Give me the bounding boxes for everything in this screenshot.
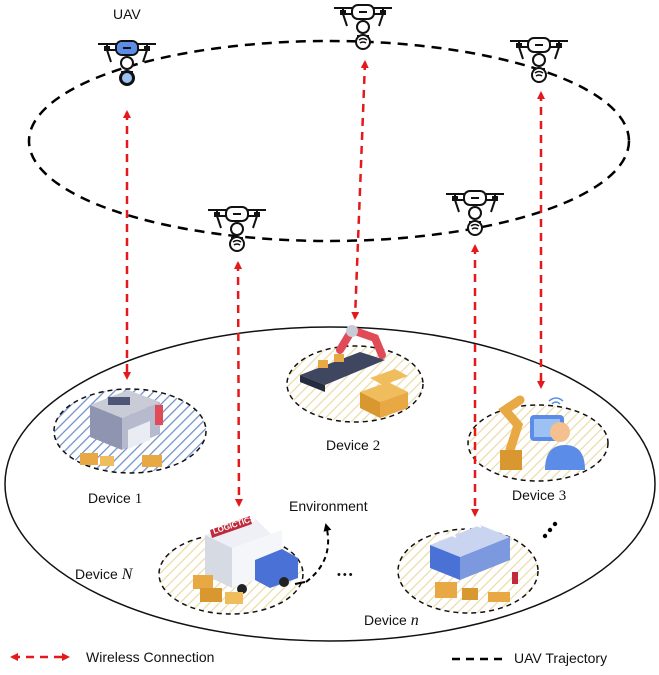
wireless-link-device-N xyxy=(234,261,243,507)
device-1-label-index: 1 xyxy=(134,491,143,507)
robot-arm-worker-icon xyxy=(498,395,585,470)
legend-wireless-label: Wireless Connection xyxy=(86,649,215,665)
device-n-label-prefix: Device xyxy=(364,612,407,628)
uav-icon xyxy=(97,40,157,86)
device-N-label: Device N xyxy=(75,566,132,584)
device-3-label-prefix: Device xyxy=(512,487,555,503)
environment-label: Environment xyxy=(289,498,368,514)
device-2-label-prefix: Device xyxy=(326,437,369,453)
environment-pointer xyxy=(305,523,332,583)
uav-label: UAV xyxy=(113,6,141,22)
truck-pointer-stub xyxy=(294,581,306,585)
device-3-label: Device 3 xyxy=(512,487,566,505)
uav-icon xyxy=(509,37,569,83)
uav-icon xyxy=(207,206,267,252)
environment-boundary xyxy=(4,326,656,642)
ellipsis: ••• xyxy=(337,569,355,581)
more-devices-dots xyxy=(542,521,558,539)
device-2-label-index: 2 xyxy=(372,438,381,454)
wireless-link-device-2 xyxy=(351,60,369,320)
uav-trajectory xyxy=(27,39,631,243)
device-n-label: Device n xyxy=(364,612,419,630)
device-1-label-prefix: Device xyxy=(88,490,131,506)
conveyor-robot-icon xyxy=(300,325,408,418)
wireless-links xyxy=(123,60,545,517)
factory-icon xyxy=(430,524,518,602)
legend-trajectory-label: UAV Trajectory xyxy=(514,650,608,666)
device-3-label-index: 3 xyxy=(558,488,567,504)
device-1-label: Device 1 xyxy=(88,490,142,508)
uav-icon xyxy=(445,190,505,236)
device-2-label: Device 2 xyxy=(326,437,380,455)
device-N-label-index: N xyxy=(121,566,133,583)
device-n-label-index: n xyxy=(410,612,419,629)
warehouse-icon xyxy=(80,390,163,467)
device-N-label-prefix: Device xyxy=(75,566,118,582)
delivery-truck-icon: LOGICTICS xyxy=(193,514,298,604)
